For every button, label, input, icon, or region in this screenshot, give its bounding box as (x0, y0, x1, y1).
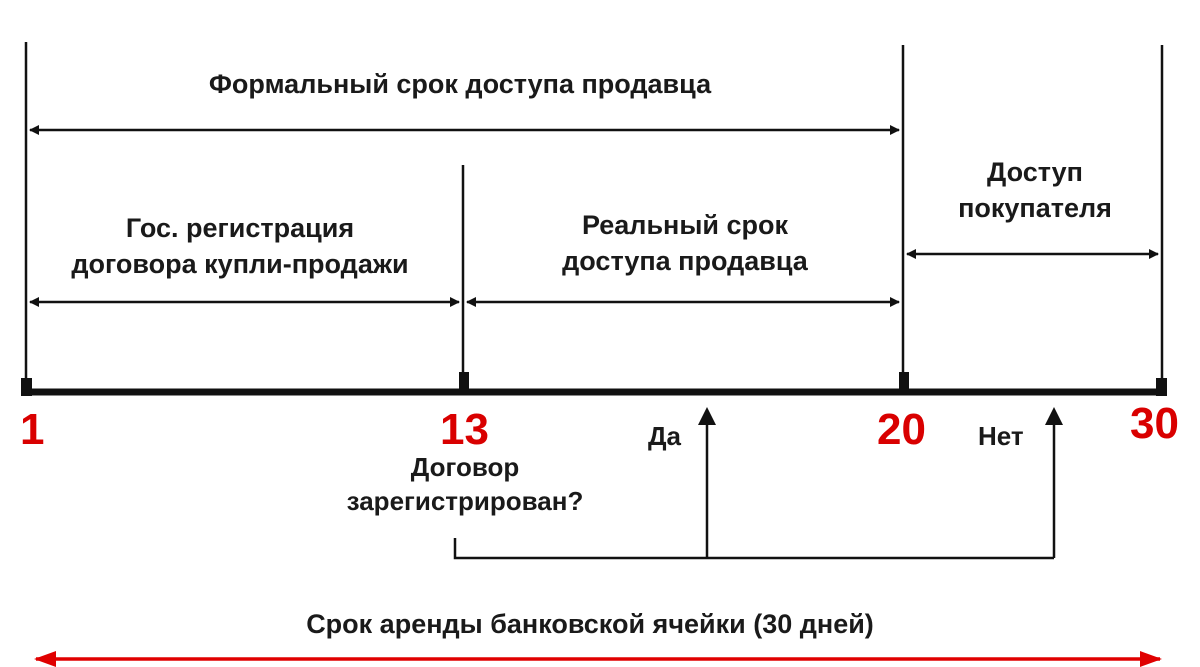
tick-day-20 (899, 372, 909, 394)
tick-day-1 (21, 378, 32, 396)
decision-connector (453, 538, 1054, 560)
registration-question-line2: зарегистрирован? (346, 486, 584, 516)
registration-question-label: Договор зарегистрирован? (300, 450, 630, 518)
answer-yes-label: Да (648, 421, 681, 451)
day-number-13: 13 (440, 405, 489, 454)
answer-no-label: Нет (978, 421, 1024, 451)
day-number-20: 20 (877, 405, 926, 454)
day-number-30: 30 (1130, 399, 1179, 448)
tick-day-13 (459, 372, 469, 394)
buyer-access-label-line2: покупателя (958, 193, 1112, 223)
buyer-access-label-line1: Доступ (987, 157, 1083, 187)
state-registration-label: Гос. регистрация договора купли-продажи (20, 210, 460, 282)
rental-period-label: Срок аренды банковской ячейки (30 дней) (306, 609, 874, 639)
tick-day-30 (1156, 378, 1167, 396)
real-seller-access-label-line2: доступа продавца (562, 246, 808, 276)
day-number-1: 1 (20, 405, 45, 454)
state-registration-label-line1: Гос. регистрация (125, 213, 355, 243)
real-seller-access-label-line1: Реальный срок (581, 210, 789, 240)
state-registration-label-line2: договора купли-продажи (71, 249, 409, 279)
registration-question-line1: Договор (410, 452, 520, 482)
formal-seller-access-label: Формальный срок доступа продавца (208, 69, 712, 99)
buyer-access-label: Доступ покупателя (905, 154, 1165, 226)
real-seller-access-label: Реальный срок доступа продавца (470, 207, 900, 279)
